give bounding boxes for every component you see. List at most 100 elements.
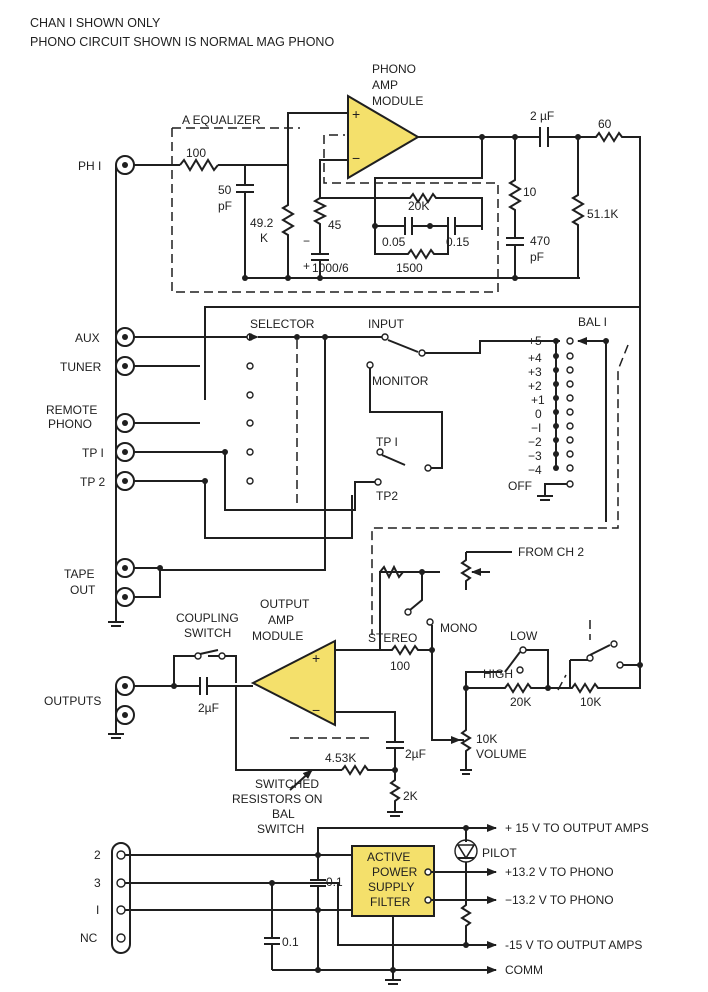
conn-pin-nc[interactable]	[116, 933, 126, 943]
ph1-jack-center	[122, 162, 128, 168]
bal-tap-7	[553, 423, 559, 429]
bal-pos-2: +3	[528, 365, 542, 379]
filter-out-minus	[424, 896, 432, 904]
selector-common	[294, 334, 300, 340]
aux-label: AUX	[75, 331, 100, 345]
output-amp-minus: −	[312, 702, 320, 718]
c015-cap	[447, 217, 482, 235]
selector-contact-1[interactable]	[246, 333, 254, 341]
coupling-switch-contact-1[interactable]	[194, 652, 202, 660]
input-label: INPUT	[368, 317, 405, 331]
phono-amp-minus-line	[319, 159, 348, 198]
input-to-bal-line	[425, 340, 560, 354]
r10k-tone-resistor	[548, 307, 641, 694]
bal-contact-3[interactable]	[566, 366, 574, 374]
tone-sw-contact-2[interactable]	[610, 640, 618, 648]
bal1-label: BAL I	[578, 315, 607, 329]
mix-to-mono	[409, 572, 423, 611]
r51k-resistor	[571, 137, 585, 278]
tone-sw-contact-1[interactable]	[586, 654, 594, 662]
tp2-switch-contact[interactable]	[374, 478, 382, 486]
bal-contact-1[interactable]	[566, 337, 574, 345]
selector-contact-5[interactable]	[246, 448, 254, 456]
bal-contact-5[interactable]	[566, 394, 574, 402]
bal-contact-off[interactable]	[566, 480, 574, 488]
r49k-label-2: K	[260, 231, 268, 245]
switched-resistor-arrow	[289, 769, 313, 791]
rail-phono-plus-label: +13.2 V TO PHONO	[505, 865, 614, 879]
output-amp-label-2: AMP	[268, 613, 294, 627]
tp1-switch-contact[interactable]	[376, 448, 384, 456]
balance-switch: BAL I +5 +4 +3 +2 +1 0 −I −2 −3 −4 OFF	[371, 315, 629, 635]
tape-out-ground	[108, 612, 124, 627]
c50pf-label-2: pF	[218, 199, 232, 213]
c01-a-label: 0.1	[282, 935, 299, 949]
filter-label-4: FILTER	[370, 895, 411, 909]
bal-tap-5	[553, 395, 559, 401]
tp2-jack-center	[122, 478, 128, 484]
input-contact[interactable]	[381, 333, 389, 341]
node-c005	[427, 223, 433, 229]
bal-contact-7[interactable]	[566, 422, 574, 430]
tp-switch-common[interactable]	[424, 464, 432, 472]
phono-amp-minus: −	[352, 150, 360, 166]
bal-pos-6: −I	[531, 421, 541, 435]
c01-b-cap	[310, 855, 326, 910]
monitor-line	[369, 368, 443, 469]
switched-resistors-label-1: SWITCHED	[255, 777, 319, 791]
mono-label: MONO	[440, 621, 477, 635]
output-amp-label-3: MODULE	[252, 629, 303, 643]
phono-amp-module	[347, 94, 420, 180]
node-gnd-2	[285, 275, 291, 281]
c015-label: 0.15	[446, 235, 470, 249]
coupling-switch-contact-2[interactable]	[218, 652, 226, 660]
tuner-jack-center	[122, 363, 128, 369]
bal-tap-2	[553, 353, 559, 359]
node-r20k	[372, 223, 378, 229]
mix-line	[335, 571, 403, 651]
bal-pos-9: −4	[528, 463, 542, 477]
ph1-label: PH I	[78, 159, 101, 173]
bal-contact-9[interactable]	[566, 450, 574, 458]
bal-pos-1: +4	[528, 351, 542, 365]
tp1-switch-label: TP I	[376, 435, 398, 449]
tone-sw-contact-3[interactable]	[616, 661, 624, 669]
rail-plus15-line	[317, 824, 497, 855]
bal-pos-off: OFF	[508, 479, 532, 493]
monitor-contact[interactable]	[366, 361, 374, 369]
node-tp2	[202, 478, 208, 484]
conn-pin-1-label: I	[96, 903, 99, 917]
filter-label-3: SUPPLY	[368, 880, 414, 894]
mono-contact[interactable]	[426, 618, 434, 626]
selector-contact-3[interactable]	[246, 391, 254, 399]
c2uf-output-label: 2µF	[198, 701, 219, 715]
bal-contact-10[interactable]	[566, 464, 574, 472]
conn-pin-2[interactable]	[116, 850, 126, 860]
bal-contact-4[interactable]	[566, 380, 574, 388]
bal-tap-9	[553, 451, 559, 457]
conn-pin-3[interactable]	[116, 878, 126, 888]
output-amp-label-1: OUTPUT	[260, 597, 310, 611]
input-common[interactable]	[418, 349, 426, 357]
monitor-label: MONITOR	[372, 374, 429, 388]
input-jacks: AUX TUNER REMOTE PHONO TP I TP 2 TAPE OU…	[46, 165, 161, 627]
bal-contact-2[interactable]	[566, 352, 574, 360]
coupling-switch-blade	[199, 649, 219, 655]
tape-out-jack-2-center	[122, 594, 128, 600]
bal-contact-8[interactable]	[566, 436, 574, 444]
aux-jack-center	[122, 334, 128, 340]
selector-contact-4[interactable]	[246, 419, 254, 427]
switched-resistors-label-2: RESISTORS ON	[232, 792, 322, 806]
stereo-contact[interactable]	[404, 608, 412, 616]
low-contact[interactable]	[519, 646, 527, 654]
tp1-label: TP I	[82, 446, 104, 460]
selector-contact-2[interactable]	[246, 362, 254, 370]
tone-low-line	[526, 649, 549, 688]
selector-contact-6[interactable]	[246, 477, 254, 485]
high-contact[interactable]	[516, 666, 524, 674]
conn-pin-1[interactable]	[116, 905, 126, 915]
r20k-tone-label: 20K	[510, 695, 531, 709]
bal-contact-6[interactable]	[566, 408, 574, 416]
bal-tap-3	[553, 367, 559, 373]
